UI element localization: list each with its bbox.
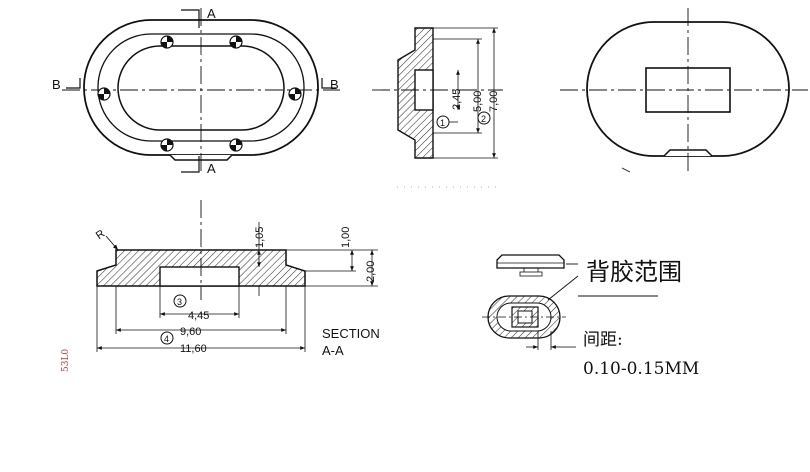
section-title-line-2: A-A	[322, 343, 344, 358]
ejector-pin-markers	[97, 35, 302, 152]
dim-445-label: 4,45	[188, 310, 209, 322]
pin-marker-icon	[229, 35, 243, 49]
side-view	[372, 27, 503, 159]
dim-1160-label: 11,60	[180, 343, 207, 355]
section-b-right-label: B	[330, 77, 339, 92]
pin-marker-icon	[160, 35, 174, 49]
section-b-right-mark	[321, 78, 336, 89]
pin-marker-icon	[97, 87, 111, 101]
bottom-view	[560, 8, 808, 172]
callout-4-circle	[160, 331, 174, 345]
dim-960-label: 9,60	[180, 326, 201, 338]
callout-2-label: 2	[481, 114, 486, 124]
adhesive-detail	[482, 254, 658, 350]
section-a-top-label: A	[207, 6, 216, 21]
section-a-bottom-label: A	[207, 161, 216, 176]
spacing-label: 间距:	[583, 330, 623, 350]
dim-200-label: 2,00	[365, 261, 377, 282]
section-b-left-label: B	[52, 77, 61, 92]
radius-leader	[105, 235, 119, 251]
dim-245-label: 2,45	[451, 89, 463, 110]
section-cavity	[159, 266, 240, 287]
spacing-value: 0.10-0.15MM	[583, 359, 699, 379]
dim-700-label: 7,00	[488, 91, 500, 112]
adhesive-title: 背胶范围	[586, 258, 682, 286]
section-title-line-1: SECTION	[322, 326, 380, 341]
section-a-bottom-mark	[181, 156, 200, 173]
adhesive-leader	[547, 275, 579, 301]
dim-500-label: 5,00	[472, 91, 484, 112]
pin-marker-icon	[229, 138, 243, 152]
top-view	[62, 8, 340, 175]
pin-marker-icon	[288, 87, 302, 101]
adhesive-side-profile	[496, 254, 565, 269]
stray-mark	[621, 167, 631, 173]
section-view	[96, 200, 378, 352]
callout-3-label: 3	[177, 297, 182, 307]
callout-2-circle	[477, 111, 491, 125]
dim-100-label: 1,00	[340, 227, 352, 248]
section-b-left-mark	[66, 78, 81, 89]
pin-marker-icon	[160, 138, 174, 152]
callout-4-label: 4	[164, 334, 169, 344]
callout-1-label: 1	[440, 118, 445, 128]
callout-3-circle	[173, 294, 187, 308]
dim-105-label: 1,05	[254, 227, 266, 248]
radius-label: R	[94, 228, 107, 242]
section-a-top-mark	[181, 9, 200, 28]
side-stamp: 53L0	[61, 349, 71, 372]
